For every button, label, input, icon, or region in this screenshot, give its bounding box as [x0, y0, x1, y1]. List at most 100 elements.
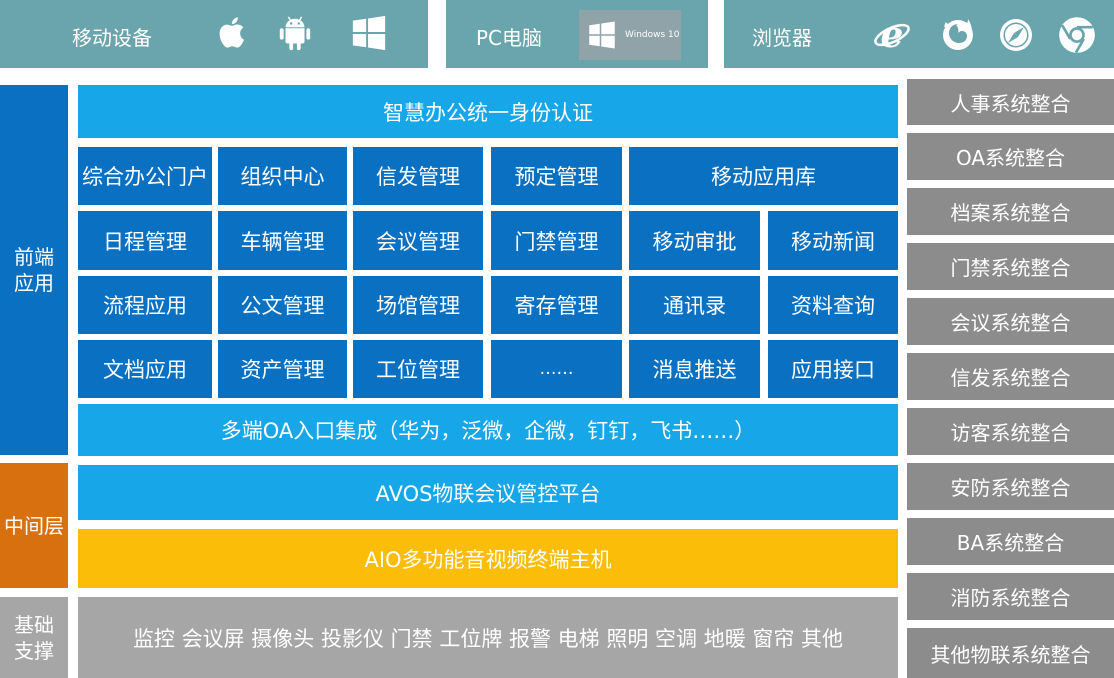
front-app-label-text: 前端 应用	[14, 245, 54, 295]
app-cell-label: 流程应用	[103, 294, 187, 318]
app-cell: 移动新闻	[768, 211, 898, 270]
system-integration-item: 人事系统整合	[907, 79, 1114, 125]
base-support-layer-label: 基础 支撑	[0, 597, 68, 678]
avos-platform-text: AVOS物联会议管控平台	[375, 481, 601, 506]
system-integration-item: 消防系统整合	[907, 573, 1114, 620]
system-integration-item: OA系统整合	[907, 133, 1114, 180]
windows10-badge: Windows 10	[579, 10, 681, 60]
app-cell: 场馆管理	[353, 276, 483, 334]
app-cell: 资料查询	[768, 276, 898, 334]
app-cell-label: 会议管理	[376, 229, 460, 254]
app-cell-label: 车辆管理	[240, 229, 325, 254]
app-cell: 应用接口	[768, 340, 898, 398]
system-integration-label: 消防系统整合	[950, 586, 1071, 610]
windows10-logo-icon	[587, 20, 617, 50]
browser-label: 浏览器	[752, 26, 812, 50]
app-cell-label: 寄存管理	[514, 294, 599, 318]
app-cell-label: 信发管理	[376, 165, 460, 189]
system-integration-item: 安防系统整合	[907, 463, 1114, 510]
app-cell-label: 消息推送	[652, 358, 737, 382]
mobile-devices-panel: 移动设备	[0, 0, 428, 68]
app-cell: 消息推送	[629, 340, 760, 398]
system-integration-label: 信发系统整合	[950, 366, 1071, 390]
pc-label: PC电脑	[476, 26, 543, 50]
front-app-layer-label: 前端 应用	[0, 85, 68, 455]
multi-oa-entry-text: 多端OA入口集成（华为，泛微，企微，钉钉，飞书……）	[220, 419, 756, 443]
app-cell: 流程应用	[78, 276, 212, 334]
safari-icon	[996, 13, 1036, 55]
app-cell-label: 移动应用库	[711, 165, 816, 189]
app-cell-label: 日程管理	[103, 229, 187, 254]
system-integration-label: 档案系统整合	[950, 201, 1071, 225]
app-cell-label: 资料查询	[791, 294, 875, 318]
windows-icon	[350, 14, 388, 52]
app-cell-label: 工位管理	[376, 358, 460, 382]
app-cell-label: 预定管理	[514, 165, 599, 189]
app-cell: 资产管理	[218, 340, 347, 398]
app-cell-label: 资产管理	[240, 358, 325, 382]
base-support-label-text: 基础 支撑	[14, 612, 54, 663]
base-devices-text: 监控 会议屏 摄像头 投影仪 门禁 工位牌 报警 电梯 照明 空调 地暖 窗帘 …	[132, 626, 844, 651]
middle-layer-label-text: 中间层	[4, 513, 64, 538]
unified-auth-bar: 智慧办公统一身份认证	[78, 85, 898, 138]
app-cell-label: 组织中心	[240, 165, 325, 189]
app-cell: 文档应用	[78, 340, 212, 398]
aio-host-bar: AIO多功能音视频终端主机	[78, 529, 898, 588]
mobile-devices-label: 移动设备	[72, 26, 152, 50]
system-integration-label: 门禁系统整合	[950, 256, 1071, 280]
aio-host-text: AIO多功能音视频终端主机	[364, 547, 612, 572]
firefox-icon	[938, 13, 978, 55]
app-cell: 门禁管理	[491, 211, 622, 270]
app-cell: 日程管理	[78, 211, 212, 270]
system-integration-label: 访客系统整合	[950, 421, 1071, 445]
app-cell: 工位管理	[353, 340, 483, 398]
app-cell: 综合办公门户	[78, 147, 212, 205]
avos-platform-bar: AVOS物联会议管控平台	[78, 465, 898, 520]
system-integration-label: 人事系统整合	[950, 91, 1071, 116]
unified-auth-text: 智慧办公统一身份认证	[383, 100, 593, 125]
system-integration-item: 会议系统整合	[907, 298, 1114, 345]
app-cell-label: 场馆管理	[376, 294, 460, 318]
app-cell-label: 通讯录	[663, 294, 726, 318]
system-integration-label: 安防系统整合	[950, 476, 1071, 500]
app-cell-label: 移动新闻	[791, 229, 875, 254]
system-integration-item: 访客系统整合	[907, 408, 1114, 455]
base-devices-bar: 监控 会议屏 摄像头 投影仪 门禁 工位牌 报警 电梯 照明 空调 地暖 窗帘 …	[78, 597, 898, 678]
app-cell: 信发管理	[353, 147, 483, 205]
ie-icon: e	[872, 13, 912, 55]
svg-text:e: e	[881, 14, 904, 55]
app-cell-label: 门禁管理	[514, 229, 599, 254]
system-integration-label: OA系统整合	[955, 146, 1066, 170]
middle-layer-label: 中间层	[0, 463, 68, 588]
system-integration-item: BA系统整合	[907, 518, 1114, 565]
system-integration-item: 门禁系统整合	[907, 243, 1114, 290]
app-cell: 移动审批	[629, 211, 760, 270]
system-integration-item: 档案系统整合	[907, 188, 1114, 235]
browser-panel: 浏览器 e	[724, 0, 1114, 68]
app-cell: 组织中心	[218, 147, 347, 205]
app-cell: 公文管理	[218, 276, 347, 334]
app-cell: 通讯录	[629, 276, 760, 334]
system-integration-label: 会议系统整合	[950, 311, 1071, 335]
windows10-badge-text: Windows 10	[625, 30, 680, 40]
app-cell: 会议管理	[353, 211, 483, 270]
multi-oa-entry-bar: 多端OA入口集成（华为，泛微，企微，钉钉，飞书……）	[78, 404, 898, 456]
app-cell: ……	[491, 340, 622, 398]
app-cell: 寄存管理	[491, 276, 622, 334]
app-cell-label: 公文管理	[240, 294, 325, 318]
app-cell-label: 文档应用	[103, 358, 187, 382]
app-cell: 预定管理	[491, 147, 622, 205]
app-cell-label: 应用接口	[791, 358, 875, 382]
chrome-icon	[1056, 13, 1098, 55]
app-cell-label: ……	[539, 359, 574, 379]
app-cell-label: 综合办公门户	[82, 165, 208, 189]
apple-icon	[214, 13, 252, 51]
system-integration-label: BA系统整合	[956, 531, 1065, 555]
system-integration-label: 其他物联系统整合	[930, 642, 1091, 667]
app-cell-label: 移动审批	[652, 229, 737, 254]
system-integration-item: 其他物联系统整合	[907, 628, 1114, 678]
pc-panel: PC电脑 Windows 10	[446, 0, 708, 68]
android-icon	[276, 14, 314, 52]
system-integration-item: 信发系统整合	[907, 353, 1114, 400]
app-cell: 移动应用库	[629, 147, 898, 205]
